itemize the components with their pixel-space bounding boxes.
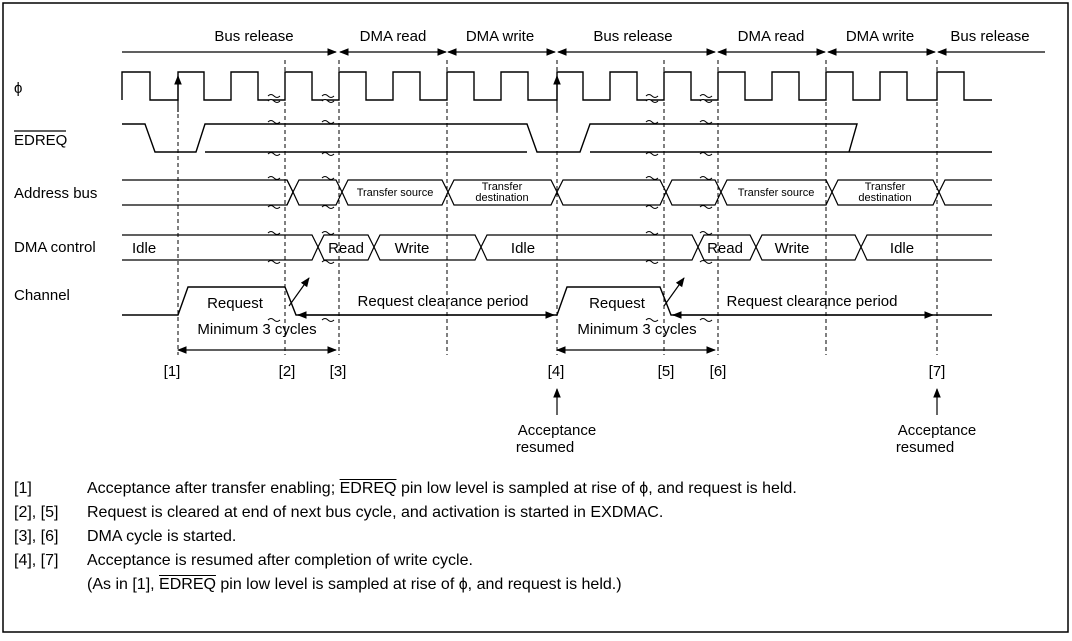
dma-control-waveform [122,234,992,261]
address-value: destination [475,192,528,204]
point-markers: [1] [2] [3] [4] [5] [6] [7] [164,363,946,380]
address-value: Transfer [482,181,523,193]
sample-arrows [174,75,561,112]
address-bus-waveform [122,179,992,206]
address-value: destination [858,192,911,204]
note-text: Acceptance after transfer enabling; EDRE… [87,480,797,497]
dma-control-value: Idle [511,240,535,257]
break-marks [267,94,713,322]
phase-label: DMA read [360,28,427,45]
phase-label: Bus release [950,28,1029,45]
marker-label: [3] [330,363,347,380]
minimum-cycles-label: Minimum 3 cycles [197,321,316,338]
request-label: Request [589,295,646,312]
dma-control-values: Idle Read Write Idle Read Write Idle [132,240,914,257]
marker-label: [1] [164,363,181,380]
marker-label: [4] [548,363,565,380]
marker-label: [5] [658,363,675,380]
marker-label: [2] [279,363,296,380]
timing-guides [177,60,938,355]
dma-control-value: Read [328,240,364,257]
minimum-cycles-label: Minimum 3 cycles [577,321,696,338]
note-number: [2], [5] [14,504,59,521]
address-value: Transfer source [738,187,815,199]
note-item: (As in [1], EDREQ pin low level is sampl… [14,573,1054,597]
acceptance-annotations: Acceptance resumed Acceptance resumed [516,388,976,456]
note-item: [1] Acceptance after transfer enabling; … [14,477,1054,501]
address-value: Transfer [865,181,906,193]
note-text: DMA cycle is started. [87,528,237,545]
edreq-label: EDREQ [14,132,67,149]
note-text: Request is cleared at end of next bus cy… [87,504,664,521]
phase-label: DMA read [738,28,805,45]
acceptance-label: resumed [516,439,574,456]
edreq-waveform [122,123,992,153]
frame [2,2,1069,633]
dma-control-label: DMA control [14,239,96,256]
channel-label: Channel [14,287,70,304]
phase-label: DMA write [466,28,534,45]
note-item: [2], [5] Request is cleared at end of ne… [14,501,1054,525]
signal-labels: ϕ EDREQ Address bus DMA control Channel [14,80,97,304]
dma-control-value: Idle [132,240,156,257]
dma-control-value: Read [707,240,743,257]
marker-label: [7] [929,363,946,380]
note-item: [3], [6] DMA cycle is started. [14,525,1054,549]
note-number: [3], [6] [14,528,59,545]
address-bus-values: Transfer source Transfer destination Tra… [357,181,912,204]
dma-control-value: Write [395,240,430,257]
acceptance-label: Acceptance [898,422,976,439]
phase-label: DMA write [846,28,914,45]
dma-control-value: Write [775,240,810,257]
acceptance-label: resumed [896,439,954,456]
address-bus-label: Address bus [14,185,97,202]
phase-label: Bus release [593,28,672,45]
activation-arrows [288,277,685,307]
acceptance-label: Acceptance [518,422,596,439]
marker-label: [6] [710,363,727,380]
clearance-label: Request clearance period [358,293,529,310]
clearance-label: Request clearance period [727,293,898,310]
note-number: [1] [14,480,32,497]
dma-control-value: Idle [890,240,914,257]
note-item: [4], [7] Acceptance is resumed after com… [14,549,1054,573]
clock-label: ϕ [14,80,22,97]
phase-label: Bus release [214,28,293,45]
note-text: (As in [1], EDREQ pin low level is sampl… [87,576,622,593]
request-label: Request [207,295,264,312]
notes-list: [1] Acceptance after transfer enabling; … [14,477,1054,597]
note-text: Acceptance is resumed after completion o… [87,552,473,569]
phase-labels: Bus release DMA read DMA write Bus relea… [214,28,1029,45]
address-value: Transfer source [357,187,434,199]
note-number: [4], [7] [14,552,59,569]
channel-labels: Request Request Request clearance period… [197,293,897,338]
